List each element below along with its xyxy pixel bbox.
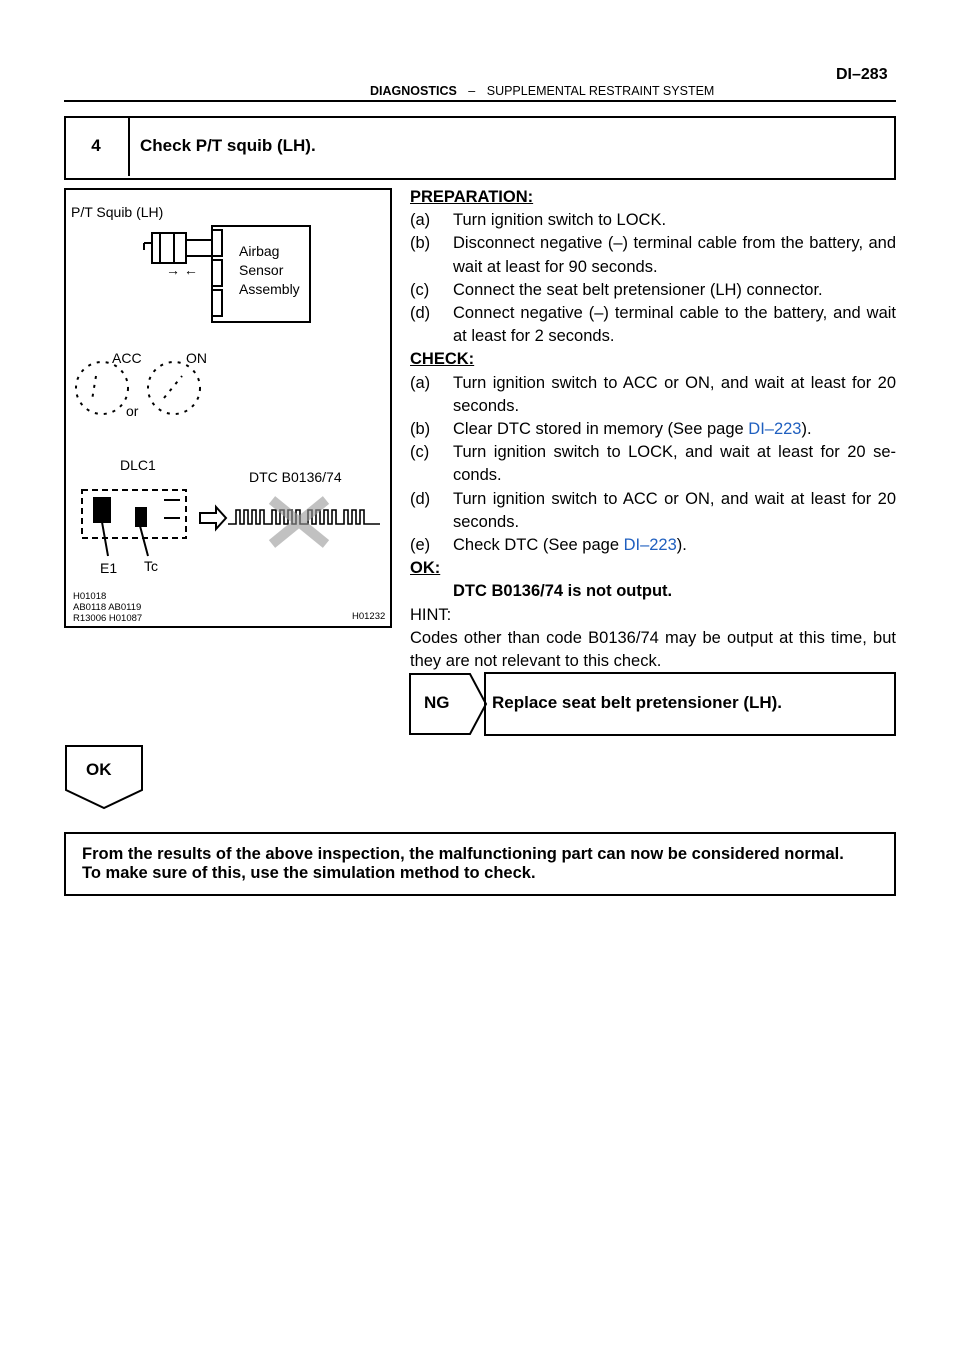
airbag-label-1: Airbag [239, 243, 280, 259]
prep-item-d: (d)Connect negative (–) terminal cable t… [410, 304, 896, 346]
wiring-figure [75, 225, 380, 557]
header-rule [64, 100, 896, 102]
prep-item-c: (c)Connect the seat belt pretensioner (L… [410, 280, 823, 299]
figure-ref-2: AB0118 AB0119 [73, 602, 142, 613]
figure-ref-1: H01018 [73, 591, 107, 602]
arrow-right-icon [199, 504, 228, 532]
dtc-label: DTC B0136/74 [249, 469, 342, 485]
dlc1-label: DLC1 [120, 457, 156, 473]
step-title: Check P/T squib (LH). [140, 136, 316, 155]
ok-text: DTC B0136/74 is not output. [453, 582, 673, 601]
or-label: or [126, 403, 139, 419]
ng-flag-icon [409, 673, 488, 735]
hint-text: Codes other than code B0136/74 may be ou… [410, 628, 896, 671]
on-label: ON [186, 350, 207, 366]
running-header: DIAGNOSTICS – SUPPLEMENTAL RESTRAINT SYS… [370, 84, 714, 98]
airbag-label-3: Assembly [239, 281, 300, 297]
ok-flag-icon [65, 745, 143, 810]
check-item-e: (e)Check DTC (See page DI–223). [410, 536, 687, 555]
check-item-c: (c)Turn ignition switch to LOCK, and wai… [410, 443, 896, 485]
check-item-a: (a)Turn ignition switch to ACC or ON, an… [410, 373, 896, 415]
check-item-d: (d)Turn ignition switch to ACC or ON, an… [410, 489, 896, 531]
prep-item-a: (a)Turn ignition switch to LOCK. [410, 211, 667, 230]
header-separator: – [468, 84, 476, 98]
final-note: From the results of the above inspection… [82, 845, 882, 883]
figure-ref-3: R13006 H01087 [73, 613, 143, 624]
final-note-box [64, 832, 896, 896]
step-box [64, 116, 896, 180]
check-heading: CHECK: [410, 350, 475, 369]
page-link-di223[interactable]: DI–223 [748, 420, 802, 439]
ok-flag-label: OK [86, 760, 112, 779]
step-number: 4 [64, 116, 130, 176]
ignition-on-icon [147, 361, 201, 415]
e1-label: E1 [100, 560, 118, 576]
ng-label: NG [424, 693, 450, 712]
squib-connector-icon [143, 232, 214, 264]
header-subsection: SUPPLEMENTAL RESTRAINT SYSTEM [486, 84, 715, 98]
acc-label: ACC [112, 350, 142, 366]
dtc-waveform [228, 509, 380, 525]
cross-out-icon [268, 496, 330, 548]
hint-heading: HINT: [410, 605, 452, 624]
squib-label: P/T Squib (LH) [71, 204, 164, 220]
header-section: DIAGNOSTICS [370, 84, 457, 98]
dlc1-connector-icon [81, 489, 187, 557]
ng-result-box [484, 672, 896, 736]
prep-item-b: (b)Disconnect negative (–) terminal cabl… [410, 234, 896, 276]
figure-frame [64, 188, 392, 628]
connect-arrows: → ← [166, 262, 198, 278]
page-number: DI–283 [836, 66, 888, 83]
procedure-text: PREPARATION: (a)Turn ignition switch to … [410, 186, 896, 673]
check-item-b: (b)Clear DTC stored in memory (See page … [410, 420, 812, 439]
airbag-label-2: Sensor [239, 262, 284, 278]
ignition-acc-icon [75, 361, 129, 415]
page-link-di223-2[interactable]: DI–223 [623, 536, 677, 555]
ng-result-text: Replace seat belt pretensioner (LH). [492, 693, 783, 712]
ok-heading: OK: [410, 559, 441, 578]
tc-label: Tc [144, 558, 158, 574]
final-note-line2: To make sure of this, use the simulation… [82, 864, 536, 882]
final-note-line1: From the results of the above inspection… [82, 845, 844, 863]
figure-id: H01232 [352, 611, 386, 622]
preparation-heading: PREPARATION: [410, 188, 534, 206]
